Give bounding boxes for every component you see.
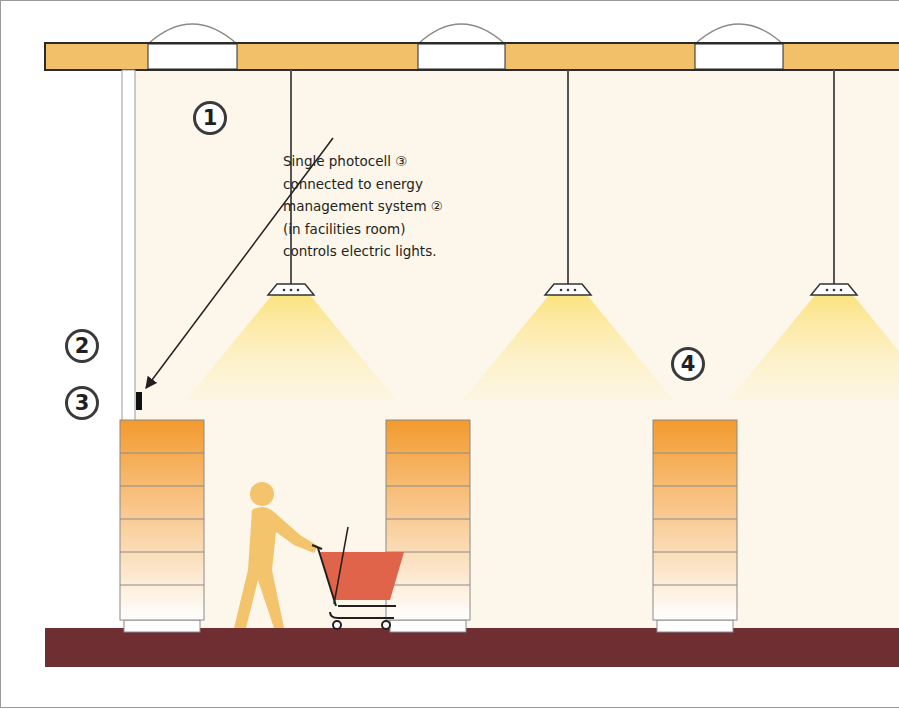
callout-note: Single photocell ③ connected to energy m… [283, 150, 461, 263]
shelf-unit [386, 420, 470, 620]
shelf-line [653, 486, 737, 487]
shelf-base [657, 620, 733, 632]
ceiling [45, 43, 899, 70]
floor [45, 628, 899, 667]
shelf-line [653, 585, 737, 586]
shelf-line [120, 519, 204, 520]
shelf-base [124, 620, 200, 632]
shelf-line [653, 519, 737, 520]
skylights [148, 24, 783, 44]
photocell [136, 392, 142, 410]
shelf-unit [653, 420, 737, 620]
shelf-line [120, 453, 204, 454]
callout-number: 3 [65, 386, 99, 420]
shelf-line [386, 453, 470, 454]
shelf-base [390, 620, 466, 632]
column [122, 70, 135, 422]
shelves [120, 420, 737, 632]
skylight-openings [148, 44, 783, 69]
shelf-line [120, 585, 204, 586]
shelf-line [653, 552, 737, 553]
shopping-cart [312, 527, 404, 629]
shopper [234, 482, 318, 628]
callout-number: 1 [193, 101, 227, 135]
shelf-line [386, 486, 470, 487]
shelf-line [120, 486, 204, 487]
light-cones [186, 295, 899, 400]
callout-number: 2 [65, 329, 99, 363]
callout-number: 4 [671, 347, 705, 381]
shelf-line [120, 552, 204, 553]
shelf-line [653, 453, 737, 454]
shelf-line [386, 519, 470, 520]
pendant-lamps [268, 70, 857, 295]
shelf-line [386, 585, 470, 586]
shelf-unit [120, 420, 204, 620]
